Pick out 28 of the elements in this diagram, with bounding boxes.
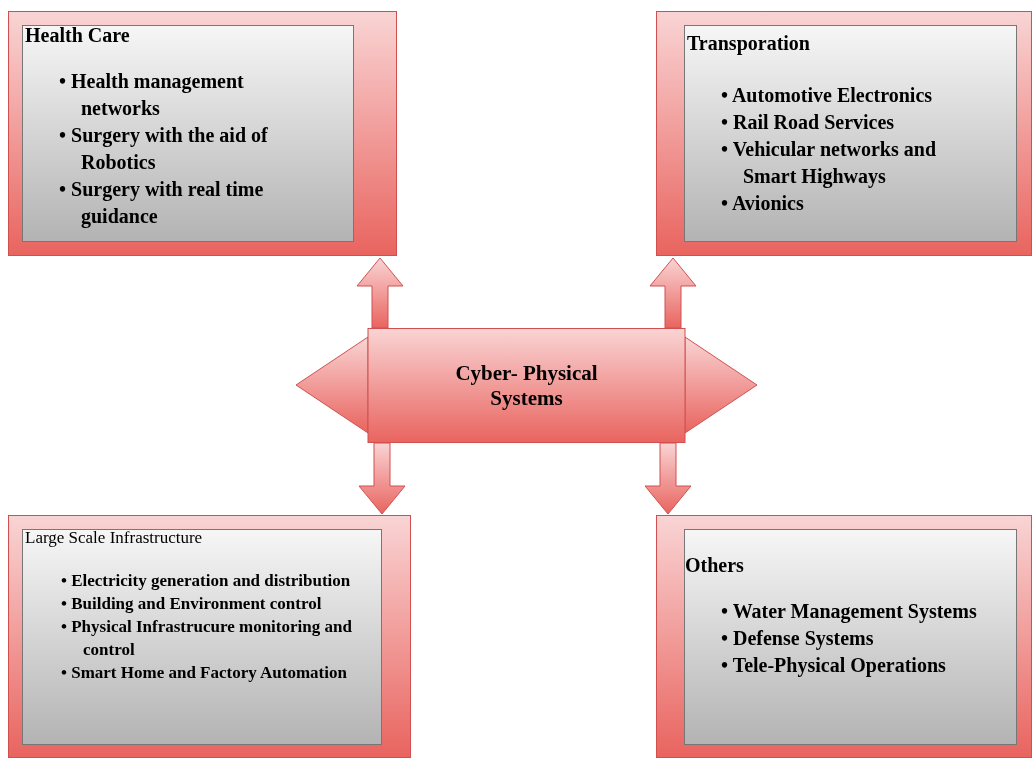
node-label: Cyber- Physical Systems xyxy=(454,360,599,411)
category-panel xyxy=(656,11,1032,256)
category-panel xyxy=(8,515,411,758)
bullet-item: • Avionics xyxy=(721,191,805,216)
bullet-item: • Surgery with real time guidance xyxy=(59,177,265,230)
bullet-item: • Building and Environment control xyxy=(61,592,323,615)
bullet-item: • Automotive Electronics xyxy=(721,83,934,108)
category-panel xyxy=(8,11,397,256)
bullet-item: • Electricity generation and distribution xyxy=(61,570,352,592)
block-arrow xyxy=(644,442,692,515)
double-arrow-shape xyxy=(296,328,757,443)
bullet-item: • Vehicular networks and Smart Highways xyxy=(721,137,937,190)
bullet-item: • Health management networks xyxy=(59,69,245,121)
block-arrow xyxy=(649,257,697,329)
panel-heading: Others xyxy=(685,554,744,577)
block-arrow xyxy=(356,257,404,329)
bullet-item: • Defense Systems xyxy=(721,626,875,652)
category-panel xyxy=(656,515,1032,758)
panel-heading: Transporation xyxy=(687,32,810,55)
panel-heading: Large Scale Infrastructure xyxy=(25,528,203,548)
bullet-item: • Water Management Systems xyxy=(721,599,977,625)
panel-heading: Health Care xyxy=(25,24,130,47)
block-arrow xyxy=(358,442,406,515)
bullet-item: • Smart Home and Factory Automation xyxy=(61,661,348,684)
bullet-item: • Rail Road Services xyxy=(721,110,896,135)
bullet-item: • Tele-Physical Operations xyxy=(721,653,947,679)
bullet-item: • Surgery with the aid of Robotics xyxy=(59,123,269,175)
bullet-item: • Physical Infrastrucure monitoring and control xyxy=(61,615,353,661)
